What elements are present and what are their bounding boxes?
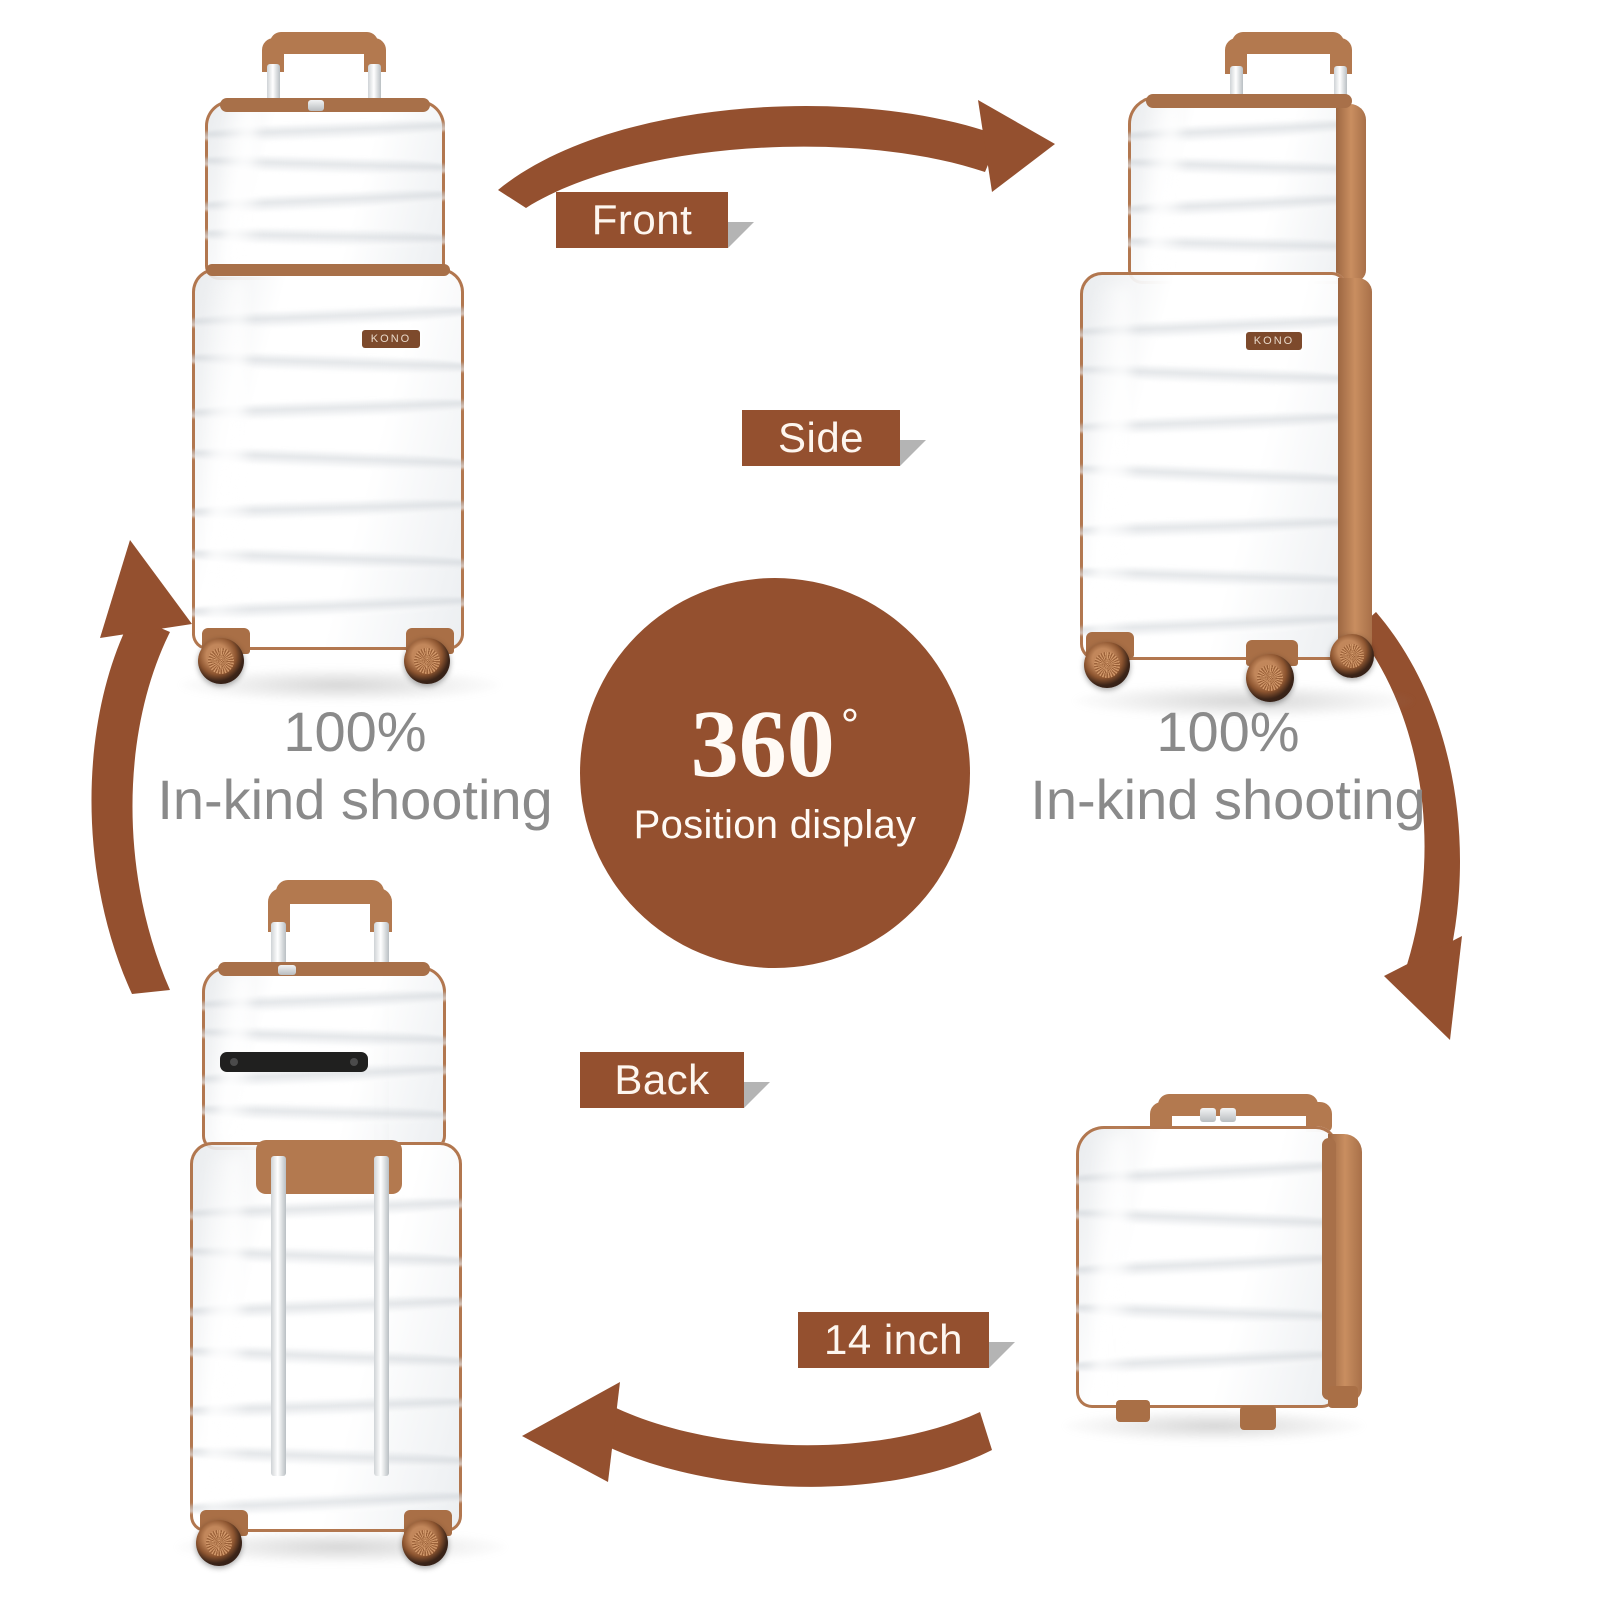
spinner-wheel-front-right — [404, 638, 450, 684]
label-size: 14 inch — [798, 1312, 1015, 1368]
drop-shadow — [1074, 684, 1414, 718]
rotation-badge: 360 ° Position display — [580, 578, 970, 968]
caption-left-line1: 100% — [283, 700, 427, 763]
front-view: KONO — [150, 20, 530, 702]
handle-post-right-lower — [374, 1156, 389, 1476]
label-side-text: Side — [777, 414, 865, 461]
cosmetic-case-zipper — [220, 98, 430, 112]
zipper-pull-icon — [278, 965, 296, 975]
cosmetic-case-side-trim — [1336, 104, 1366, 282]
cosmetic-case-view — [1040, 1080, 1420, 1460]
handle-right-curve — [370, 888, 392, 932]
brand-logo-text: KONO — [370, 333, 412, 345]
label-front-text: Front — [591, 196, 693, 243]
case-carry-handle — [1158, 1094, 1318, 1116]
badge-value: 360 — [690, 689, 835, 797]
main-suitcase-shell — [190, 1142, 462, 1532]
ribbon-fold-icon — [744, 1082, 770, 1108]
case-handle-left-anchor — [1150, 1102, 1172, 1132]
cosmetic-case-shell — [1076, 1126, 1338, 1408]
main-suitcase-shell — [1080, 272, 1346, 660]
zipper-pull-icon-2 — [1220, 1108, 1236, 1122]
drop-shadow — [1064, 1410, 1364, 1442]
label-side: Side — [742, 410, 926, 466]
spinner-wheel-front-left — [1246, 654, 1294, 702]
zipper-pull-icon — [1200, 1108, 1216, 1122]
telescoping-handle-grip — [276, 880, 384, 904]
label-size-text: 14 inch — [824, 1316, 963, 1363]
handle-right-curve — [364, 38, 386, 72]
cosmetic-case-zipper — [218, 962, 430, 976]
arrow-side-to-case — [1356, 612, 1462, 1040]
spinner-wheel-back-left — [196, 1520, 242, 1566]
handle-right-curve — [1330, 38, 1352, 74]
badge-subtitle: Position display — [633, 803, 917, 848]
back-view — [150, 870, 540, 1570]
spinner-wheel-front-right — [1330, 634, 1374, 678]
handle-left-curve — [1225, 38, 1247, 74]
main-case-top-zipper — [206, 264, 450, 276]
brand-logo-text: KONO — [1253, 335, 1295, 347]
degree-symbol: ° — [840, 698, 860, 751]
handle-left-curve — [262, 38, 284, 72]
ribbon-fold-icon — [728, 222, 754, 248]
main-suitcase-shell — [192, 268, 464, 650]
zipper-pull-icon — [308, 100, 324, 111]
ribbon-fold-icon — [900, 440, 926, 466]
spinner-wheel-front-left — [198, 638, 244, 684]
label-front: Front — [556, 192, 754, 248]
case-zipper-track — [1322, 1138, 1336, 1400]
label-back: Back — [580, 1052, 770, 1108]
cosmetic-case-shell — [205, 100, 445, 280]
case-foot-right — [1240, 1406, 1276, 1430]
arrow-front-to-side — [498, 100, 1055, 208]
caption-right: 100% In-kind shooting — [1008, 698, 1448, 835]
caption-right-line2: In-kind shooting — [1030, 768, 1426, 832]
caption-right-line1: 100% — [1156, 700, 1300, 763]
trolley-sleeve-strap — [220, 1052, 368, 1072]
caption-left: 100% In-kind shooting — [140, 698, 570, 835]
cosmetic-case-zipper — [1146, 94, 1352, 108]
handle-post-left-lower — [271, 1156, 286, 1476]
telescoping-handle-grip — [1232, 32, 1344, 54]
arrow-back-to-front — [91, 540, 192, 994]
spinner-wheel-rear-left — [1084, 642, 1130, 688]
case-foot-rear — [1328, 1386, 1358, 1408]
case-foot-left — [1116, 1400, 1150, 1422]
telescoping-handle-grip — [270, 32, 378, 54]
cosmetic-case-shell — [1128, 96, 1354, 284]
handle-left-curve — [268, 888, 290, 932]
brand-logo-plate: KONO — [362, 330, 420, 348]
label-back-text: Back — [614, 1056, 710, 1103]
spinner-wheel-back-right — [402, 1520, 448, 1566]
arrow-case-to-back — [522, 1382, 992, 1487]
brand-logo-plate: KONO — [1246, 332, 1302, 350]
ribbon-fold-icon — [988, 1342, 1015, 1368]
caption-left-line2: In-kind shooting — [157, 768, 553, 832]
side-view: KONO — [1050, 20, 1450, 720]
main-suitcase-side-trim — [1338, 278, 1372, 654]
badge-value-group: 360 ° — [690, 689, 860, 797]
